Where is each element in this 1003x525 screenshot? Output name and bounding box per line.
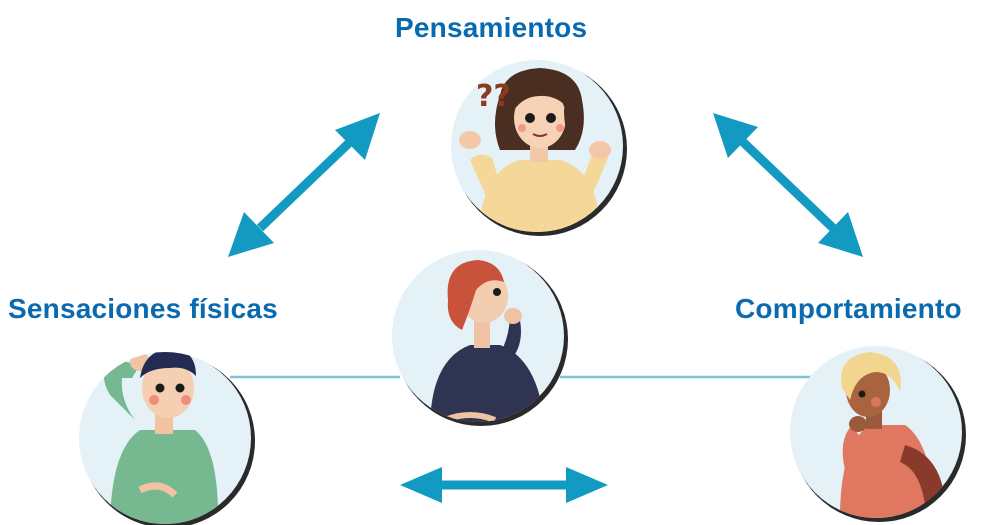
arrow-thoughts-behavior (713, 113, 863, 257)
thinking-person-hand-on-chin-icon (790, 346, 966, 522)
arrow-thoughts-sensations (228, 113, 380, 257)
label-physical-sensations: Sensaciones físicas (8, 293, 278, 324)
arrow-sensations-behavior (400, 467, 608, 503)
question-marks: ?? (476, 79, 511, 114)
pensive-person-looking-up-icon (392, 250, 568, 426)
label-behavior: Comportamiento (735, 293, 962, 324)
label-thoughts: Pensamientos (395, 12, 588, 43)
worried-man-scratching-head-icon (79, 352, 255, 525)
confused-woman-shrugging-icon: ?? (451, 60, 627, 236)
